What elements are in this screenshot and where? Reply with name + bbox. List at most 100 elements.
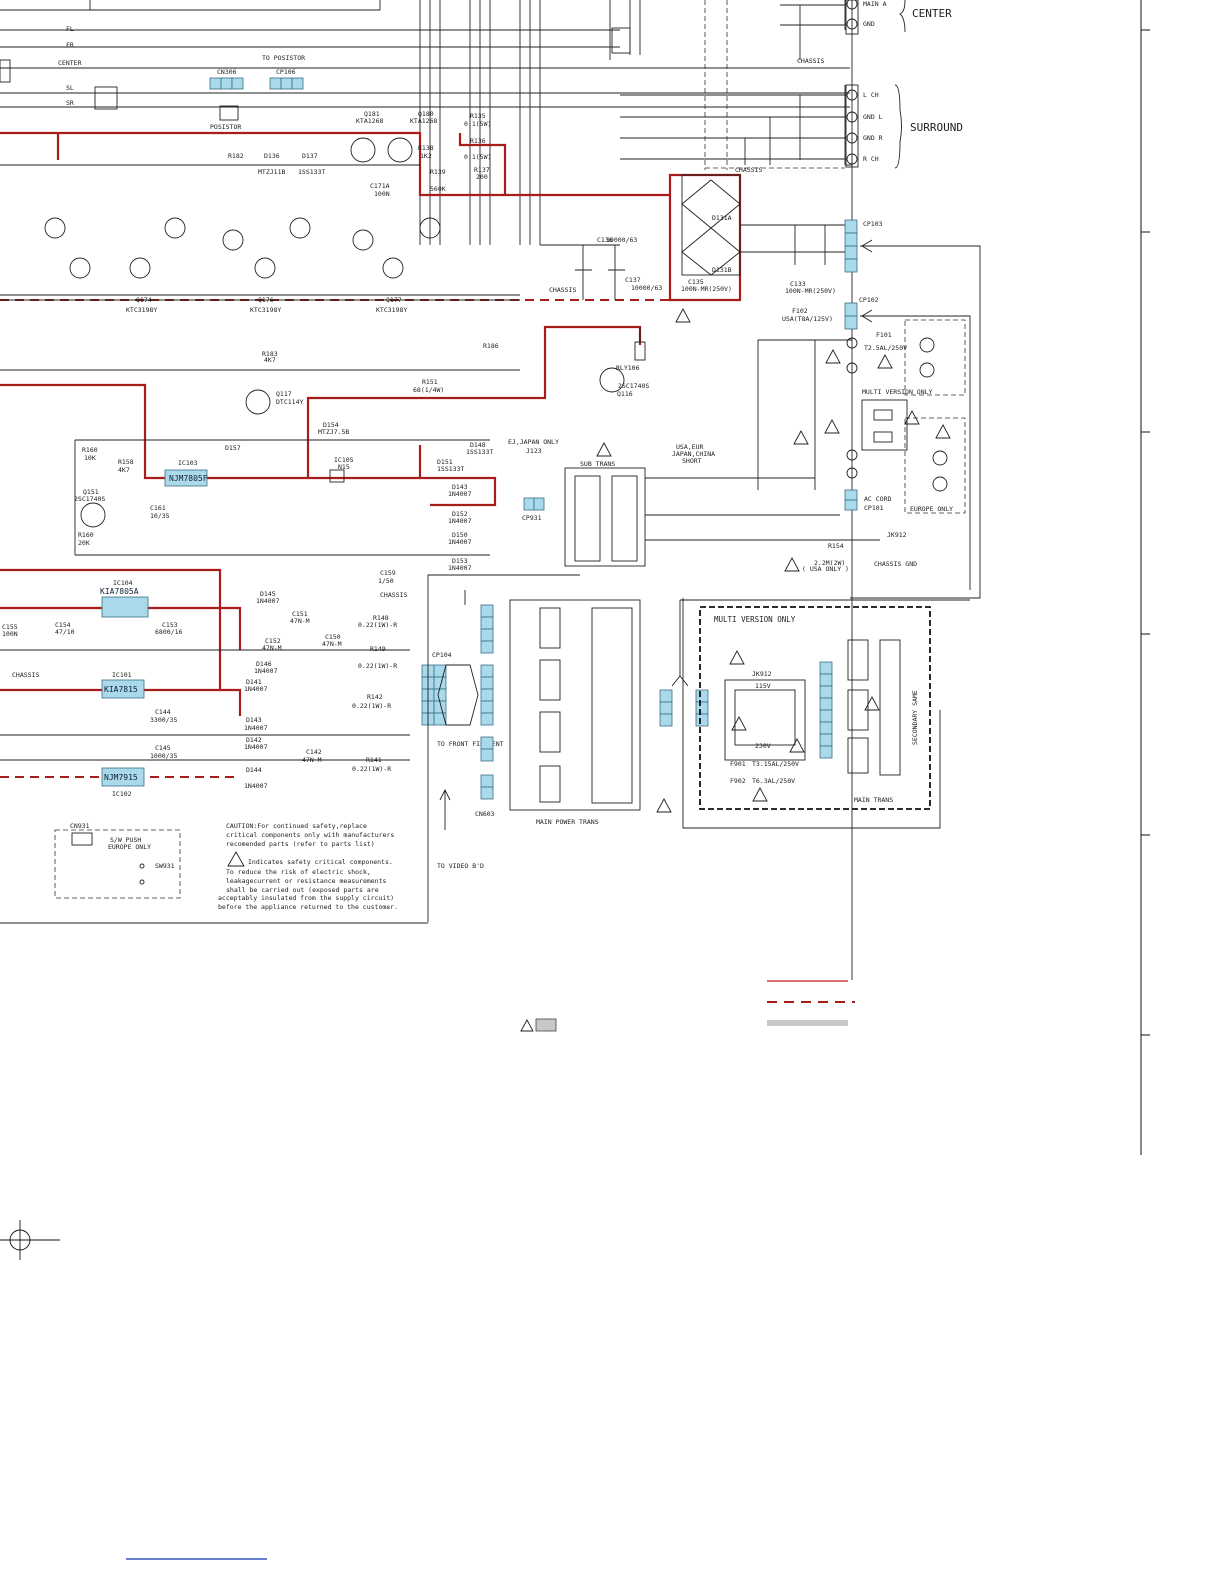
c144-value: 3300/35 [150,716,177,724]
q181-type: KTA1268 [356,117,383,125]
chassis-label-3: CHASSIS [549,286,576,294]
c153-value: 6800/16 [155,628,182,636]
cp102-label: CP102 [859,296,879,304]
d152-label: D152 [452,510,468,518]
posistor-label: POSISTOR [210,123,241,131]
warning-icon [789,738,805,753]
c159-label: C159 [380,569,396,577]
r141-label: R141 [366,756,382,764]
d142-label: D142 [246,736,262,744]
d131b-label: D131B [712,266,732,274]
d146-label: D146 [256,660,272,668]
f102-label: F102 [792,307,808,315]
f101-value: T2.5AL/250V [864,344,907,352]
chassis-label-2: CHASSIS [735,166,762,174]
r182-label: R182 [228,152,244,160]
r139-value: 560K [430,185,446,193]
f101-label: F101 [876,331,892,339]
registration-crosshair-icon [0,1220,60,1260]
jack-gnd-r: GND R [863,134,883,142]
d143b-type: 1N4007 [244,724,268,732]
v230-label: 230V [755,742,771,750]
warning-triangle-icon [227,851,245,867]
caution-notes: CAUTION:For continued safety,replace cri… [0,822,428,924]
jack-r-ch: R CH [863,155,879,163]
sw931-block: CN931 S/W PUSH EUROPE ONLY SW931 [54,822,181,899]
signal-sr: SR [66,99,74,107]
r141-value: 0.22(1W)-R [352,765,391,773]
europe-only-label: EUROPE ONLY [910,505,953,513]
jack-main-a: MAIN A [863,0,887,8]
c135-label: C135 [688,278,704,286]
d136-type: MTZJ11B [258,168,285,176]
warning-icon [864,696,880,711]
sub-trans-label: SUB TRANS [580,460,615,468]
f902-label: F902 [730,777,746,785]
europe-only-label-2: EUROPE ONLY [108,843,151,851]
d145-type: 1N4007 [256,597,280,605]
caution-line-1: CAUTION:For continued safety,replace [226,822,367,830]
d131a-label: D131A [712,214,732,222]
rly106-label: RLY106 [616,364,640,372]
protection-stage: Q181 KTA1268 Q180 KTA1268 R135 0.1(5W) R… [0,110,649,528]
r156-label: R160 [78,531,94,539]
c161-label: C161 [150,504,166,512]
d151-label: D151 [437,458,453,466]
q176-label: Q176 [258,296,274,304]
r160-label: R160 [82,446,98,454]
caution-line-3: recomended parts (refer to parts list) [226,840,375,848]
section-surround: SURROUND [910,121,963,134]
r154-value: 2.2M(2W) [814,559,845,567]
caution-line-8: acceptably insulated from the supply cir… [218,894,394,902]
d146-type: 1N4007 [254,667,278,675]
d145-label: D145 [260,590,276,598]
d137-type: 1SS133T [298,168,325,176]
cp931-label: CP931 [522,514,542,522]
chassis-label-4: CHASSIS [380,591,407,599]
d152-type: 1N4007 [448,517,472,525]
cn603-label: CN603 [475,810,495,818]
d150-type: 1N4007 [448,538,472,546]
r151-value: 68(1/4W) [413,386,444,394]
d143-type: 1N4007 [448,490,472,498]
c171a-value: 100N [374,190,390,198]
cp106-label: CP106 [276,68,296,76]
main-power-trans: CP104 TO FRONT FILAMENT TO VIDEO B'D CN6… [421,574,970,922]
r142-value: 0.22(1W)-R [352,702,391,710]
caution-line-4: Indicates safety critical components. [248,858,393,866]
c150-value: 47N-M [322,640,342,648]
chassis-label-5: CHASSIS [12,671,39,679]
q116-type: 2SC1740S [618,382,649,390]
q180-type: KTA1268 [410,117,437,125]
section-center: CENTER [912,7,952,20]
d137-label: D137 [302,152,318,160]
c145-value: 1000/35 [150,752,177,760]
main-trans-label: MAIN TRANS [854,796,893,804]
r148-value: 0.22(1W)-R [358,621,397,629]
r135-label: R135 [470,112,486,120]
r149-value: 0.22(1W)-R [358,662,397,670]
ic103-part: NJM7805F [169,474,208,483]
warning-icon [596,442,612,457]
q177-type: KTC3198Y [376,306,407,314]
warning-icon [675,308,691,323]
chassis-label-top: CHASSIS [797,57,824,65]
c159-value: 1/50 [378,577,394,585]
c137-value: 10000/63 [631,284,662,292]
c137-label: C137 [625,276,641,284]
to-front-filament-label: TO FRONT FILAMENT [437,740,504,748]
d151-type: 1SS133T [437,465,464,473]
c153-label: C153 [162,621,178,629]
jack-gnd-l: GND L [863,113,883,121]
d150-label: D150 [452,531,468,539]
secondary-same-label: SECONDARY SAME [911,690,919,745]
f901-label: F901 [730,760,746,768]
d141-type: 1N4007 [244,685,268,693]
r135-value: 0.1(5W) [464,120,491,128]
usa-only-label: ( USA ONLY ) [802,565,849,573]
warning-icon [904,410,920,425]
r186-label: R186 [483,342,499,350]
cp103-label: CP103 [863,220,883,228]
c151-label: C151 [292,610,308,618]
